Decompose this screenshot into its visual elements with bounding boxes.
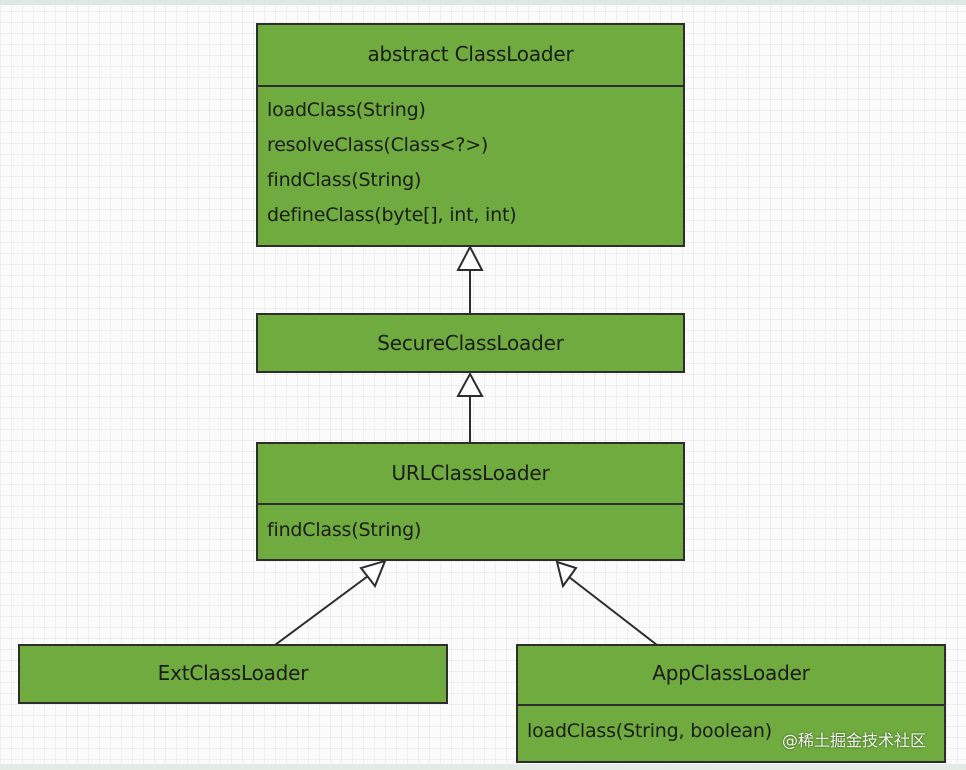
method-defineclass: defineClass(byte[], int, int)	[267, 204, 517, 226]
watermark-text: @稀土掘金技术社区	[782, 731, 927, 750]
inheritance-arrow-url-right	[555, 560, 578, 589]
class-title-extclassloader: ExtClassLoader	[157, 661, 309, 685]
class-separator-appclassloader	[518, 704, 944, 706]
method-app-loadclass: loadClass(String, boolean)	[527, 720, 772, 742]
inheritance-arrow-url-left	[359, 559, 387, 588]
class-box-appclassloader: AppClassLoader loadClass(String, boolean…	[516, 644, 946, 763]
method-loadclass: loadClass(String)	[267, 99, 426, 121]
class-title-classloader: abstract ClassLoader	[367, 42, 574, 66]
class-title-secureclassloader: SecureClassLoader	[377, 331, 564, 355]
class-title-urlclassloader: URLClassLoader	[391, 461, 550, 485]
class-box-classloader: abstract ClassLoader loadClass(String) r…	[256, 23, 685, 247]
method-url-findclass: findClass(String)	[267, 519, 422, 541]
top-border	[0, 0, 966, 5]
class-separator-urlclassloader	[258, 503, 683, 505]
bottom-border	[0, 764, 966, 770]
class-separator-classloader	[258, 85, 683, 87]
connector-ext-to-url	[274, 575, 369, 646]
connector-app-to-url	[568, 576, 658, 646]
class-box-urlclassloader: URLClassLoader findClass(String)	[256, 442, 685, 561]
inheritance-arrow-classloader	[456, 244, 484, 271]
class-box-secureclassloader: SecureClassLoader	[256, 313, 685, 373]
method-resolveclass: resolveClass(Class<?>)	[267, 134, 489, 156]
inheritance-arrow-secure	[456, 371, 484, 397]
class-box-extclassloader: ExtClassLoader	[18, 644, 448, 704]
method-findclass: findClass(String)	[267, 169, 422, 191]
class-title-appclassloader: AppClassLoader	[652, 661, 810, 685]
